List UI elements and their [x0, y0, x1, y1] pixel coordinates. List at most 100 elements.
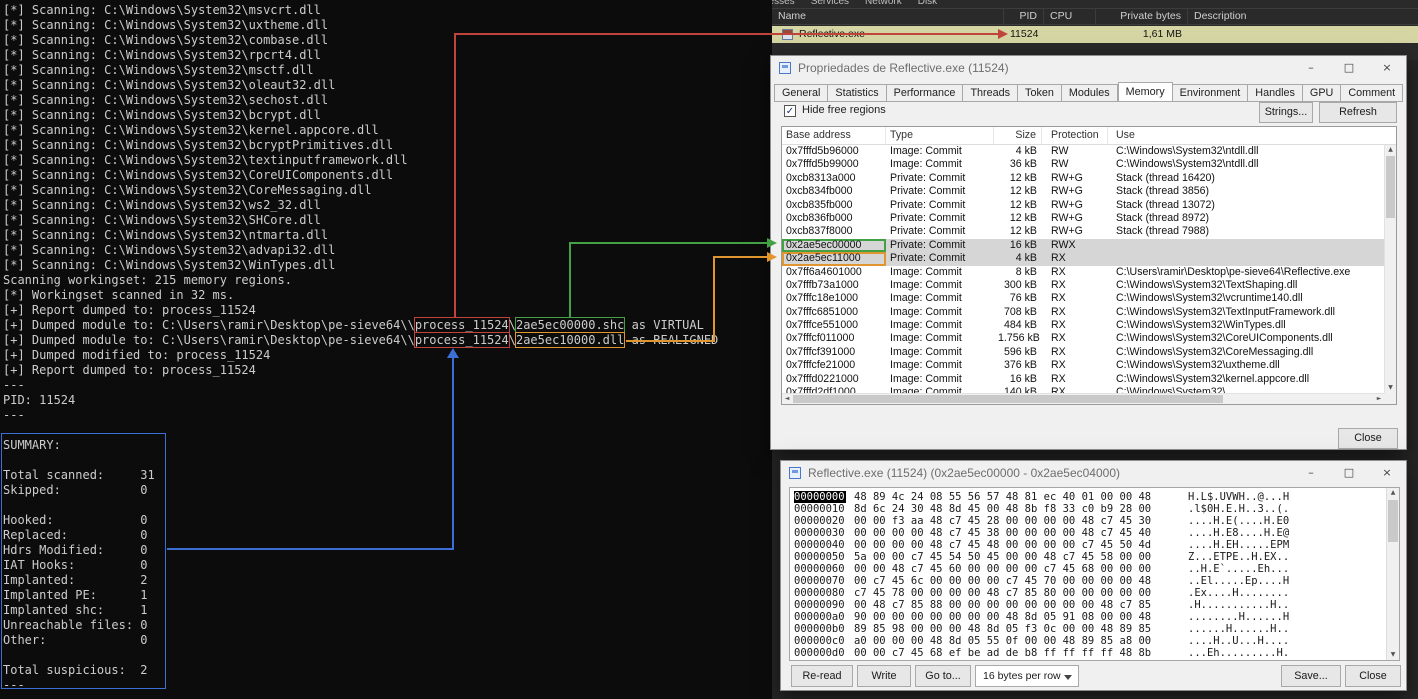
- process-list-tab[interactable]: Disk: [917, 0, 938, 7]
- shc-file-green-highlight: 2ae5ec00000.shc: [515, 318, 625, 332]
- memory-table-horizontal-scrollbar[interactable]: ◄ ►: [782, 393, 1384, 404]
- memory-table-vertical-scrollbar[interactable]: ▲ ▼: [1384, 145, 1396, 393]
- reread-button[interactable]: Re-read: [791, 665, 853, 687]
- terminal-window[interactable]: [*] Scanning: C:\Windows\System32\msvcrt…: [0, 0, 772, 699]
- terminal-line: [*] Scanning: C:\Windows\System32\WinTyp…: [3, 258, 336, 272]
- process-row-reflective[interactable]: Reflective.exe 11524 1,61 MB: [772, 26, 1418, 43]
- properties-close-button[interactable]: Close: [1338, 428, 1398, 449]
- minimize-button[interactable]: –: [1308, 61, 1314, 74]
- close-button[interactable]: ×: [1382, 61, 1392, 74]
- dump-suffix: as REALIGNED: [624, 333, 719, 347]
- write-button[interactable]: Write: [857, 665, 911, 687]
- process-list-tab[interactable]: Network: [865, 0, 902, 7]
- column-header-pid[interactable]: PID: [1004, 9, 1044, 24]
- scroll-up-icon[interactable]: ▲: [1388, 146, 1393, 153]
- column-header-cpu[interactable]: CPU: [1044, 9, 1096, 24]
- properties-tab[interactable]: Memory: [1117, 82, 1173, 102]
- hex-titlebar[interactable]: Reflective.exe (11524) (0x2ae5ec00000 - …: [781, 461, 1406, 485]
- maximize-button[interactable]: □: [1343, 61, 1355, 74]
- column-header-base-address[interactable]: Base address: [782, 127, 886, 144]
- column-header-use[interactable]: Use: [1116, 129, 1135, 141]
- bytes-per-row-select[interactable]: 16 bytes per row: [975, 665, 1079, 687]
- minimize-button[interactable]: –: [1308, 466, 1314, 479]
- properties-tab[interactable]: Comment: [1341, 84, 1404, 102]
- vertical-scroll-thumb[interactable]: [1388, 500, 1398, 542]
- terminal-line: [*] Scanning: C:\Windows\System32\msvcrt…: [3, 3, 321, 17]
- properties-tab[interactable]: Performance: [886, 84, 964, 102]
- scroll-down-icon[interactable]: ▼: [1388, 384, 1393, 391]
- column-header-private-bytes[interactable]: Private bytes: [1096, 9, 1188, 24]
- protection-cell: RX: [1051, 305, 1066, 318]
- save-button[interactable]: Save...: [1281, 665, 1341, 687]
- goto-button[interactable]: Go to...: [915, 665, 971, 687]
- column-header-description[interactable]: Description: [1194, 10, 1247, 22]
- vertical-scroll-thumb[interactable]: [1386, 156, 1395, 218]
- properties-tab[interactable]: Token: [1018, 84, 1062, 102]
- properties-tab[interactable]: Handles: [1248, 84, 1303, 102]
- scroll-left-icon[interactable]: ◄: [784, 395, 790, 402]
- process-dir-red-highlight: process_11524: [414, 333, 509, 347]
- column-header-size[interactable]: Size: [994, 127, 1042, 144]
- close-button[interactable]: ×: [1382, 466, 1392, 479]
- strings-button[interactable]: Strings...: [1259, 102, 1313, 123]
- maximize-button[interactable]: □: [1343, 466, 1355, 479]
- properties-tab[interactable]: Threads: [963, 84, 1019, 102]
- hide-free-regions-checkbox[interactable]: ✓: [784, 105, 796, 117]
- summary-annotation-box: [1, 433, 166, 689]
- column-header-protection[interactable]: Protection: [1042, 127, 1108, 144]
- path-separator: \: [508, 318, 516, 332]
- column-header-name[interactable]: Name: [772, 9, 1004, 24]
- properties-tab[interactable]: GPU: [1302, 84, 1342, 102]
- size-cell: 1.756 kB: [998, 332, 1040, 345]
- refresh-button[interactable]: Refresh: [1319, 102, 1397, 123]
- properties-tab[interactable]: Statistics: [828, 84, 887, 102]
- process-list-tab[interactable]: Services: [810, 0, 850, 7]
- column-header-type[interactable]: Type: [886, 127, 994, 144]
- properties-titlebar[interactable]: Propriedades de Reflective.exe (11524) –…: [771, 56, 1406, 80]
- scroll-up-icon[interactable]: ▲: [1390, 489, 1396, 496]
- horizontal-scroll-thumb[interactable]: [793, 395, 1223, 403]
- properties-tab[interactable]: Modules: [1061, 84, 1118, 102]
- scroll-right-icon[interactable]: ►: [1376, 395, 1382, 402]
- hex-close-button[interactable]: Close: [1345, 665, 1401, 687]
- properties-tab[interactable]: Environment: [1172, 84, 1249, 102]
- hex-vertical-scrollbar[interactable]: ▲ ▼: [1386, 488, 1399, 660]
- process-list-tab[interactable]: Processes: [772, 0, 795, 7]
- properties-tab[interactable]: General: [774, 84, 829, 102]
- scroll-down-icon[interactable]: ▼: [1390, 651, 1396, 658]
